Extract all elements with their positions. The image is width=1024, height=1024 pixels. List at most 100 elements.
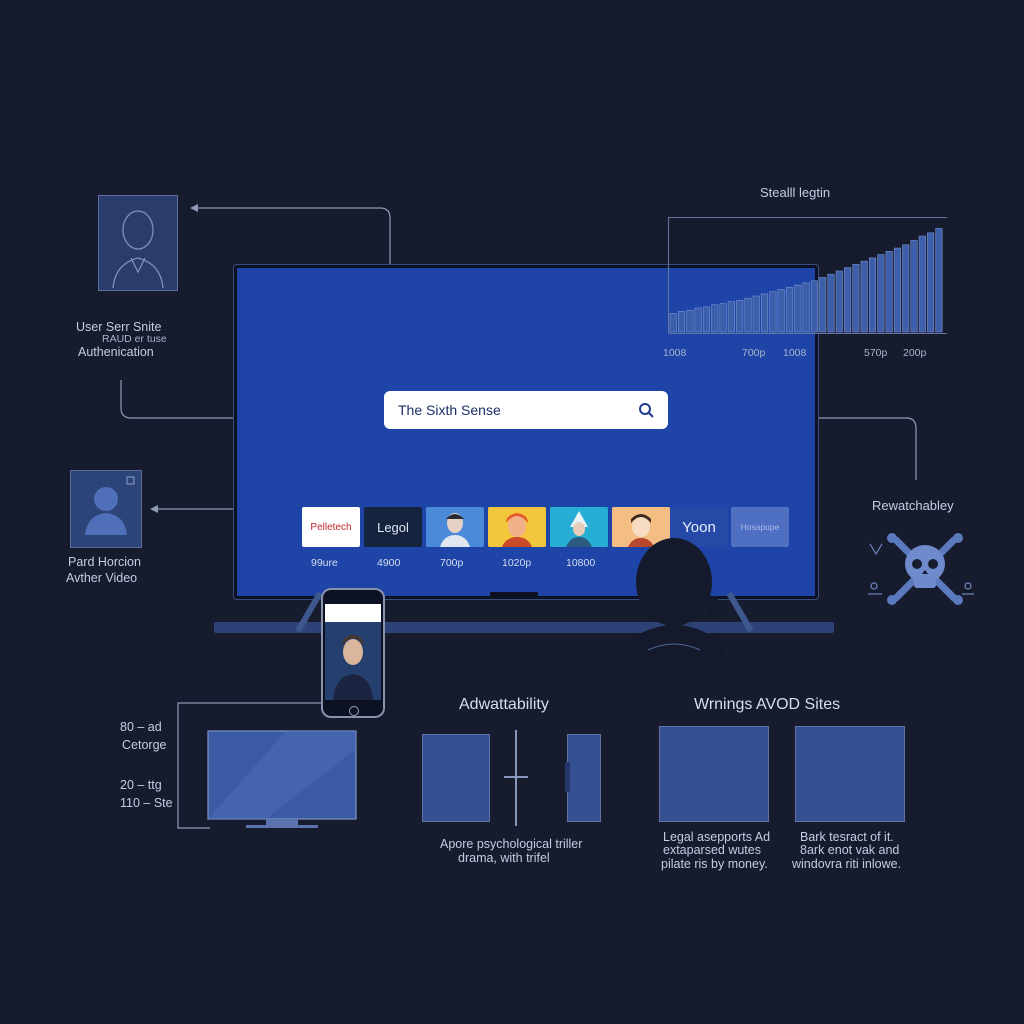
chart-bar <box>702 306 710 333</box>
chart-bar <box>752 295 760 333</box>
availability-panel-left <box>422 734 490 822</box>
content-tile[interactable]: Hosapupe <box>731 507 789 547</box>
chart-bar <box>669 313 677 333</box>
search-icon[interactable] <box>638 402 654 418</box>
skull-crossbones-icon <box>868 533 974 605</box>
desktop-monitor <box>207 730 357 828</box>
auth-label-1: User Serr Snite <box>76 320 162 334</box>
left-stat-2: Cetorge <box>122 738 167 752</box>
chart-bar <box>761 293 769 333</box>
tile-text: Pelletech <box>310 521 352 533</box>
chart-bar <box>719 303 727 333</box>
phone-screen <box>325 604 381 700</box>
availability-caption-1: Apore psychological triller <box>440 837 583 851</box>
content-tile[interactable]: Pelletech <box>302 507 360 547</box>
chart-tick: 570p <box>864 347 888 359</box>
phone-portrait <box>325 622 381 700</box>
chart-bar <box>686 309 694 333</box>
tile-label: 10800 <box>566 557 596 569</box>
left-stat-3: 20 – ttg <box>120 778 162 792</box>
chart-bar <box>802 282 810 333</box>
auth-label-3: Authenication <box>78 345 154 359</box>
connector-phone-monitor <box>177 702 321 829</box>
warnings-panel-left <box>659 726 769 822</box>
tile-text: Hosapupe <box>740 522 780 532</box>
chart-bar <box>844 267 852 333</box>
portrait-thumbnail <box>550 507 608 547</box>
connector-rewatch <box>812 417 917 480</box>
warnings-right-2: 8ark enot vak and <box>800 843 900 857</box>
chart-bar <box>852 264 860 333</box>
tile-label: 4900 <box>377 557 401 569</box>
chart-bar <box>736 300 744 333</box>
auth-label-2: RAUD er tuse <box>102 333 167 345</box>
warnings-left-3: pilate ris by money. <box>661 857 768 871</box>
user-auth-frame <box>98 195 178 291</box>
tile-label: 1020p <box>502 557 532 569</box>
chart-tick: 1008 <box>663 347 687 359</box>
left-stat-1: 80 – ad <box>120 720 162 734</box>
content-tile[interactable] <box>612 507 670 547</box>
chart-bar <box>910 240 918 333</box>
chart-frame <box>668 217 947 334</box>
chart-tick: 200p <box>903 347 927 359</box>
tile-label: 99ure <box>311 557 338 569</box>
chart-bar <box>678 310 686 333</box>
chart-bar <box>885 251 893 333</box>
content-tile[interactable] <box>550 507 608 547</box>
video-label-2: Avther Video <box>66 571 138 585</box>
warnings-title: Wrnings AVOD Sites <box>694 696 841 713</box>
content-tile[interactable] <box>426 507 484 547</box>
chart-bar <box>727 301 735 333</box>
portrait-thumbnail <box>426 507 484 547</box>
tile-text: Yoon <box>682 518 716 536</box>
rewatch-label: Rewatchabley <box>872 498 954 513</box>
search-bar[interactable]: The Sixth Sense <box>384 391 668 429</box>
tv-stand <box>214 622 834 633</box>
warnings-right-1: Bark tesract of it. <box>800 830 894 844</box>
search-input[interactable]: The Sixth Sense <box>398 402 501 418</box>
warnings-right-3: windovra riti inlowe. <box>792 857 902 871</box>
warnings-panel-right <box>795 726 905 822</box>
video-user-frame <box>70 470 142 548</box>
chart-bar <box>827 273 835 333</box>
chart-bar <box>877 254 885 333</box>
chart-bar <box>893 247 901 333</box>
chart-bar <box>835 270 843 333</box>
tile-label: 700p <box>440 557 464 569</box>
phone-home-button <box>349 706 359 716</box>
warnings-left-2: extaparsed wutes <box>663 843 761 857</box>
chart-bar <box>935 228 943 333</box>
chart-bar <box>868 257 877 333</box>
chart-tick: 700p <box>742 347 766 359</box>
connector-auth-bottom <box>120 380 234 419</box>
chart-bar <box>711 304 719 333</box>
left-stat-4: 110 – Ste <box>120 796 173 810</box>
chart-title: Stealll legtin <box>760 185 831 200</box>
chart-bar <box>927 232 935 333</box>
chart-bar <box>769 291 777 333</box>
warnings-left-1: Legal asepports Ad <box>663 830 771 844</box>
portrait-thumbnail <box>488 507 546 547</box>
portrait-thumbnail <box>612 507 670 547</box>
chart-bar <box>794 284 802 333</box>
chart-tick: 1008 <box>783 347 807 359</box>
viewer-silhouette-icon <box>624 538 724 658</box>
chart-bar <box>777 289 785 333</box>
connector-auth <box>196 207 391 265</box>
video-label-1: Pard Horcion <box>68 555 141 569</box>
chart-bar <box>918 235 926 333</box>
bar-chart <box>669 228 943 333</box>
chart-bar <box>744 297 752 333</box>
user-silhouette-icon <box>112 210 164 289</box>
content-tile[interactable] <box>488 507 546 547</box>
availability-title: Adwattability <box>459 696 549 713</box>
availability-divider <box>515 730 517 826</box>
availability-panel-right <box>567 734 601 822</box>
chart-bar <box>694 307 702 333</box>
tile-text: Legol <box>377 519 409 535</box>
content-tile[interactable]: Legol <box>364 507 422 547</box>
chart-bar <box>860 260 868 333</box>
availability-caption-2: drama, with trifel <box>458 851 550 865</box>
